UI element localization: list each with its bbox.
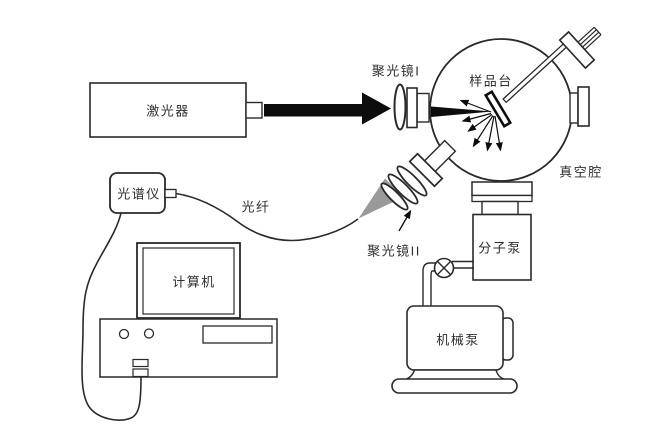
case-port-1 xyxy=(132,358,149,368)
laser-label: 激光器 xyxy=(146,103,190,119)
mechanical-pump xyxy=(391,305,518,394)
feedthrough-flange xyxy=(558,30,596,70)
optical-fiber-cable xyxy=(175,192,359,242)
focused-beam xyxy=(431,106,492,117)
mechanical-pump-label: 机械泵 xyxy=(436,332,480,348)
fiber-connector xyxy=(164,188,177,199)
lens2-label: 聚光镜II xyxy=(367,243,421,259)
vacuum-pipes xyxy=(422,260,474,307)
vacuum-valve xyxy=(433,257,455,279)
collection-port-lens2 xyxy=(358,139,457,219)
lens2-element-1 xyxy=(396,165,428,197)
computer xyxy=(99,242,278,378)
sample-stage-label: 样品台 xyxy=(469,73,513,89)
lens2-pointer-arrow xyxy=(398,209,412,232)
optical-fiber-label: 光纤 xyxy=(241,199,271,215)
laser-output-aperture xyxy=(245,101,263,119)
lens1-element xyxy=(393,83,407,131)
case-button-1 xyxy=(118,328,130,340)
right-window-port xyxy=(569,86,590,127)
sample-manipulator-feedthrough xyxy=(502,26,602,104)
mechanical-pump-foot xyxy=(404,369,506,381)
lens2-element-2 xyxy=(387,173,419,205)
computer-label: 计算机 xyxy=(172,274,216,290)
molecular-pump-label: 分子泵 xyxy=(478,240,522,256)
laser-beam-arrow xyxy=(264,92,391,125)
sample-stage-plate xyxy=(483,89,513,129)
lens2-flange xyxy=(408,152,444,188)
signal-cable xyxy=(81,212,142,421)
case-button-2 xyxy=(143,328,155,339)
case-port-2 xyxy=(132,368,149,378)
vacuum-chamber-label: 真空腔 xyxy=(559,164,603,180)
feedthrough-rod xyxy=(577,26,602,51)
molecular-pump-box xyxy=(472,213,532,281)
monitor-screen xyxy=(142,247,235,315)
chamber-bottom-flange xyxy=(471,181,533,216)
laser-entrance-port xyxy=(406,87,430,129)
spectrometer-label: 光谱仪 xyxy=(117,186,161,202)
drive-slot xyxy=(202,325,273,344)
mechanical-pump-base xyxy=(391,378,518,394)
lens1-label: 聚光镜I xyxy=(371,63,421,79)
lens2-element-3 xyxy=(380,182,409,211)
plasma-emission-arrows xyxy=(459,99,503,152)
